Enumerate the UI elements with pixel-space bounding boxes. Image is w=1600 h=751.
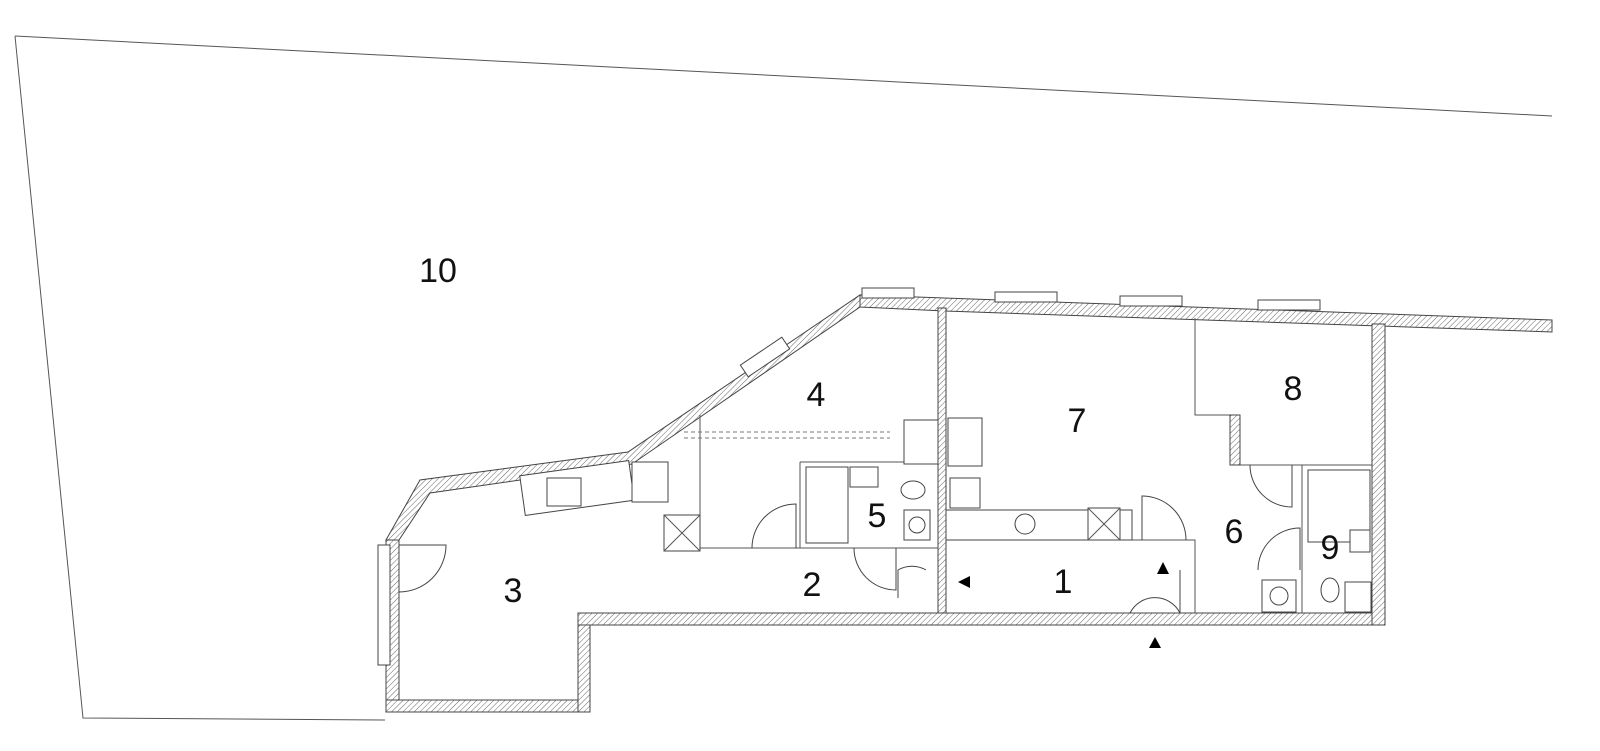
door-2 bbox=[751, 503, 797, 549]
window-5 bbox=[739, 336, 791, 378]
exterior-wall-east bbox=[1371, 323, 1386, 626]
door-5 bbox=[853, 547, 897, 591]
window-2 bbox=[994, 291, 1058, 303]
room-label-6: 6 bbox=[1225, 513, 1244, 551]
window-1 bbox=[861, 287, 915, 299]
entry-arrow-up bbox=[1157, 562, 1169, 574]
room-label-7: 7 bbox=[1068, 402, 1087, 440]
cooktop-icon bbox=[546, 477, 582, 507]
door-6 bbox=[1141, 495, 1187, 541]
toilet-9-icon bbox=[1320, 577, 1340, 603]
window-4 bbox=[1257, 299, 1321, 311]
partition-8-wall bbox=[1229, 414, 1241, 466]
room-label-4: 4 bbox=[807, 376, 826, 414]
room-label-3: 3 bbox=[504, 572, 523, 610]
washer-9-icon bbox=[1261, 579, 1297, 613]
door-1 bbox=[897, 565, 927, 598]
room-label-10: 10 bbox=[419, 252, 457, 290]
entry-arrow-bottom bbox=[1149, 637, 1161, 648]
room-label-8: 8 bbox=[1284, 370, 1303, 408]
door-3 bbox=[398, 544, 447, 593]
exterior-wall-top bbox=[859, 294, 1553, 333]
boiler-7-icon bbox=[947, 417, 983, 467]
washbasin-icon bbox=[1349, 529, 1371, 553]
boiler-icon bbox=[903, 419, 939, 465]
exterior-wall-step bbox=[577, 612, 591, 713]
partition-4-7 bbox=[937, 307, 947, 614]
bath-fixture bbox=[849, 466, 879, 488]
exterior-wall-bottom-left bbox=[385, 699, 579, 713]
door-9 bbox=[1257, 527, 1301, 571]
room-label-1: 1 bbox=[1054, 563, 1073, 601]
room-label-5: 5 bbox=[868, 497, 887, 535]
site-boundary-left bbox=[14, 35, 386, 721]
exterior-wall-diagonal bbox=[385, 294, 861, 541]
window-west bbox=[377, 544, 391, 666]
room-label-2: 2 bbox=[803, 566, 822, 604]
entry-arrow-left bbox=[958, 576, 970, 588]
oven-icon bbox=[949, 477, 981, 509]
bathtub-icon bbox=[805, 466, 849, 544]
site-boundary bbox=[14, 35, 1553, 117]
exterior-wall-bottom bbox=[577, 612, 1386, 626]
door-8 bbox=[1249, 464, 1293, 508]
counter-right bbox=[631, 461, 669, 503]
room-label-9: 9 bbox=[1321, 529, 1340, 567]
window-3 bbox=[1119, 295, 1183, 307]
door-entry bbox=[1129, 570, 1181, 614]
sink-7-icon bbox=[1014, 513, 1036, 535]
toilet-icon bbox=[900, 480, 926, 500]
